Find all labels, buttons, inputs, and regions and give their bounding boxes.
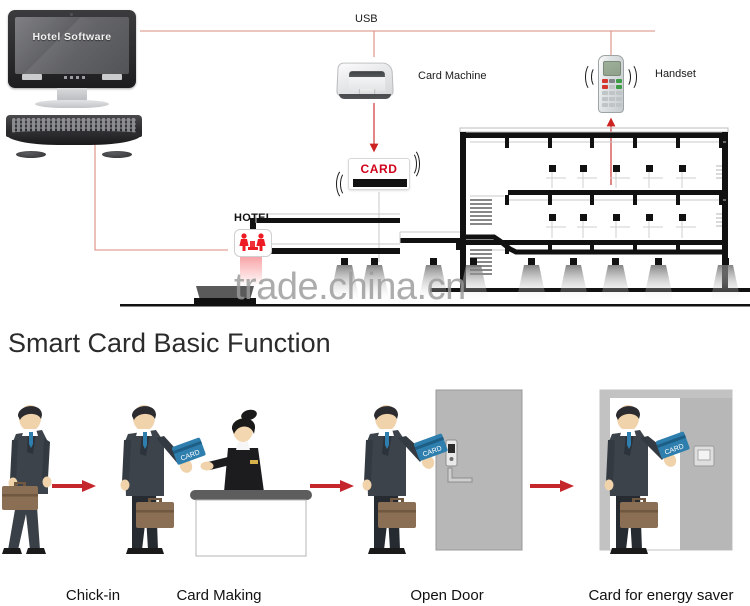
handset-key <box>616 85 622 89</box>
page-title: Smart Card Basic Function <box>8 328 331 358</box>
step-check-in: Chick-in <box>0 382 186 606</box>
spotlights <box>329 258 741 302</box>
card-machine-base <box>339 94 391 99</box>
rf-wave-icon <box>585 63 599 91</box>
handset-key <box>609 85 615 89</box>
hotel-sign: HOTEL <box>230 212 290 262</box>
system-topology-diagram: Hotel Software <box>0 0 750 320</box>
monitor-stand-neck <box>57 88 87 102</box>
step-caption: Card for energy saver <box>588 587 734 604</box>
monitor-control-dots <box>64 76 86 79</box>
reception-desk <box>190 490 312 557</box>
handset-key-row <box>602 97 622 101</box>
card-magnetic-stripe <box>353 179 407 187</box>
handset-key <box>616 103 622 107</box>
handset-key-row <box>602 91 622 95</box>
ground-line <box>120 304 750 307</box>
businessman-at-door: CARD <box>362 405 448 554</box>
step-open-door: CARD Open Door <box>352 382 542 606</box>
handset-key <box>602 103 608 107</box>
handset-key <box>609 79 615 83</box>
businessman-energy-saver: CARD <box>604 405 690 554</box>
usb-wire <box>140 30 655 57</box>
keyboard <box>6 115 142 158</box>
handset-key <box>616 97 622 101</box>
handset-key <box>602 91 608 95</box>
card-machine-label: Card Machine <box>418 70 487 82</box>
receptionist <box>200 409 264 492</box>
smart-card-graphic: CARD <box>336 148 420 200</box>
watermark: trade.china.cn <box>234 266 466 308</box>
step-caption: Chick-in <box>65 587 121 604</box>
hotel-software-monitor: Hotel Software <box>8 10 136 110</box>
keyboard-keys <box>12 118 136 133</box>
handset-key <box>609 103 615 107</box>
businessman-guest: CARD <box>120 405 206 554</box>
step-energy-saver-illustration: CARD <box>599 389 733 554</box>
rf-wave-icon <box>402 148 420 180</box>
handset-body <box>598 55 624 113</box>
steps-row: Chick-in <box>0 382 750 606</box>
step-caption: Card Making <box>176 587 262 604</box>
palm-pad-left <box>16 151 46 158</box>
webcam-icon <box>70 13 73 16</box>
vehicle-block <box>194 286 256 304</box>
businessman-walking <box>2 405 52 554</box>
handset-key-row <box>602 103 622 107</box>
keyboard-palm-rest <box>6 131 142 158</box>
handset-key <box>616 91 622 95</box>
step-open-door-illustration: CARD <box>362 389 523 554</box>
handset-key <box>616 79 622 83</box>
hotel-people-icon <box>239 233 266 251</box>
monitor-chin-left <box>22 74 42 80</box>
handset-key <box>602 85 608 89</box>
room-card-readers-upper <box>549 165 686 172</box>
hotel-door <box>435 389 523 551</box>
card-body: CARD <box>348 158 410 190</box>
step-arrow-2 <box>310 480 354 492</box>
handset-key <box>609 91 615 95</box>
diagram-vector-layer <box>94 30 750 307</box>
monitor-chin-right <box>102 74 122 80</box>
rf-wave-icon <box>623 63 637 91</box>
step-arrow-1 <box>52 480 96 492</box>
hotel-sign-label: HOTEL <box>234 212 273 224</box>
handset-screen <box>603 61 621 76</box>
room-card-readers-lower <box>549 214 686 221</box>
handset-device <box>585 55 637 113</box>
hotel-sign-panel <box>234 229 272 257</box>
handset-key-row <box>602 79 622 83</box>
handset-key-row <box>602 85 622 89</box>
card-label: CARD <box>360 162 398 176</box>
usb-connection-label: USB <box>355 13 378 25</box>
keyboard-wire <box>94 128 228 251</box>
handset-label: Handset <box>655 68 696 80</box>
step-card-making-illustration: CARD <box>120 405 312 557</box>
monitor-stand-base <box>35 100 109 108</box>
step-card-making: CARD <box>112 382 326 606</box>
step-caption: Open Door <box>410 587 484 604</box>
step-check-in-illustration <box>2 405 52 554</box>
monitor-screen <box>15 17 129 74</box>
monitor-screen-label: Hotel Software <box>32 31 112 43</box>
handset-key <box>609 97 615 101</box>
step-energy-saver: CARD Card for energy saver <box>572 382 750 606</box>
palm-pad-right <box>102 151 132 158</box>
building-cross-section <box>399 127 750 292</box>
handset-key <box>602 79 608 83</box>
monitor-bezel: Hotel Software <box>8 10 136 88</box>
card-machine-body <box>336 62 394 98</box>
step-arrow-3 <box>530 480 574 492</box>
handset-key <box>602 97 608 101</box>
card-machine-device <box>335 58 395 102</box>
